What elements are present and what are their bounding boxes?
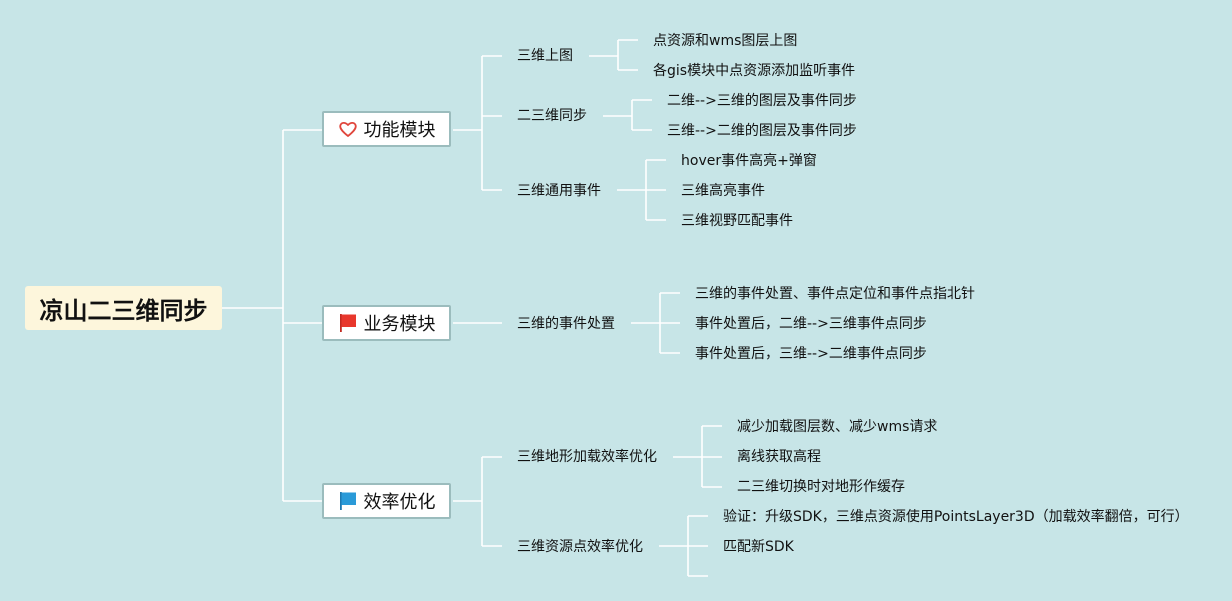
topic-3d-terrain-optimization[interactable]: 三维地形加载效率优化 bbox=[517, 449, 657, 465]
topic-3d-map-upload[interactable]: 三维上图 bbox=[517, 48, 573, 64]
root-node[interactable]: 凉山二三维同步 bbox=[25, 286, 222, 330]
leaf-item[interactable]: 事件处置后，三维-->二维事件点同步 bbox=[695, 346, 927, 362]
leaf-item[interactable]: 三维-->二维的图层及事件同步 bbox=[667, 123, 857, 139]
leaf-item[interactable]: 事件处置后，二维-->三维事件点同步 bbox=[695, 316, 927, 332]
branch-label: 功能模块 bbox=[363, 120, 436, 141]
blue-flag-icon bbox=[338, 491, 358, 511]
topic-3d-event-handling[interactable]: 三维的事件处置 bbox=[517, 316, 615, 332]
red-flag-icon bbox=[338, 313, 358, 333]
branch-node-efficiency-optimization[interactable]: 效率优化 bbox=[322, 483, 451, 519]
leaf-item[interactable]: 减少加载图层数、减少wms请求 bbox=[737, 419, 938, 435]
root-label: 凉山二三维同步 bbox=[39, 296, 208, 325]
leaf-item[interactable]: 各gis模块中点资源添加监听事件 bbox=[653, 63, 856, 79]
leaf-item[interactable]: 三维的事件处置、事件点定位和事件点指北针 bbox=[695, 286, 975, 302]
branch-node-function-module[interactable]: 功能模块 bbox=[322, 111, 451, 147]
topic-3d-resource-point-optimization[interactable]: 三维资源点效率优化 bbox=[517, 539, 643, 555]
branch-label: 效率优化 bbox=[363, 492, 436, 513]
topic-2d-3d-sync[interactable]: 二三维同步 bbox=[517, 108, 587, 124]
branch-label: 业务模块 bbox=[363, 314, 436, 335]
leaf-item[interactable]: hover事件高亮+弹窗 bbox=[681, 153, 817, 169]
branch-node-business-module[interactable]: 业务模块 bbox=[322, 305, 451, 341]
leaf-item[interactable]: 二维-->三维的图层及事件同步 bbox=[667, 93, 857, 109]
topic-3d-common-events[interactable]: 三维通用事件 bbox=[517, 183, 601, 199]
leaf-item[interactable]: 三维视野匹配事件 bbox=[681, 213, 793, 229]
heart-icon bbox=[338, 119, 358, 139]
leaf-item[interactable]: 点资源和wms图层上图 bbox=[653, 33, 798, 49]
leaf-item[interactable]: 三维高亮事件 bbox=[681, 183, 765, 199]
leaf-item[interactable]: 二三维切换时对地形作缓存 bbox=[737, 479, 905, 495]
leaf-item[interactable]: 匹配新SDK bbox=[723, 539, 794, 555]
leaf-item[interactable]: 离线获取高程 bbox=[737, 449, 821, 465]
leaf-item[interactable]: 验证：升级SDK，三维点资源使用PointsLayer3D（加载效率翻倍，可行） bbox=[723, 509, 1189, 525]
